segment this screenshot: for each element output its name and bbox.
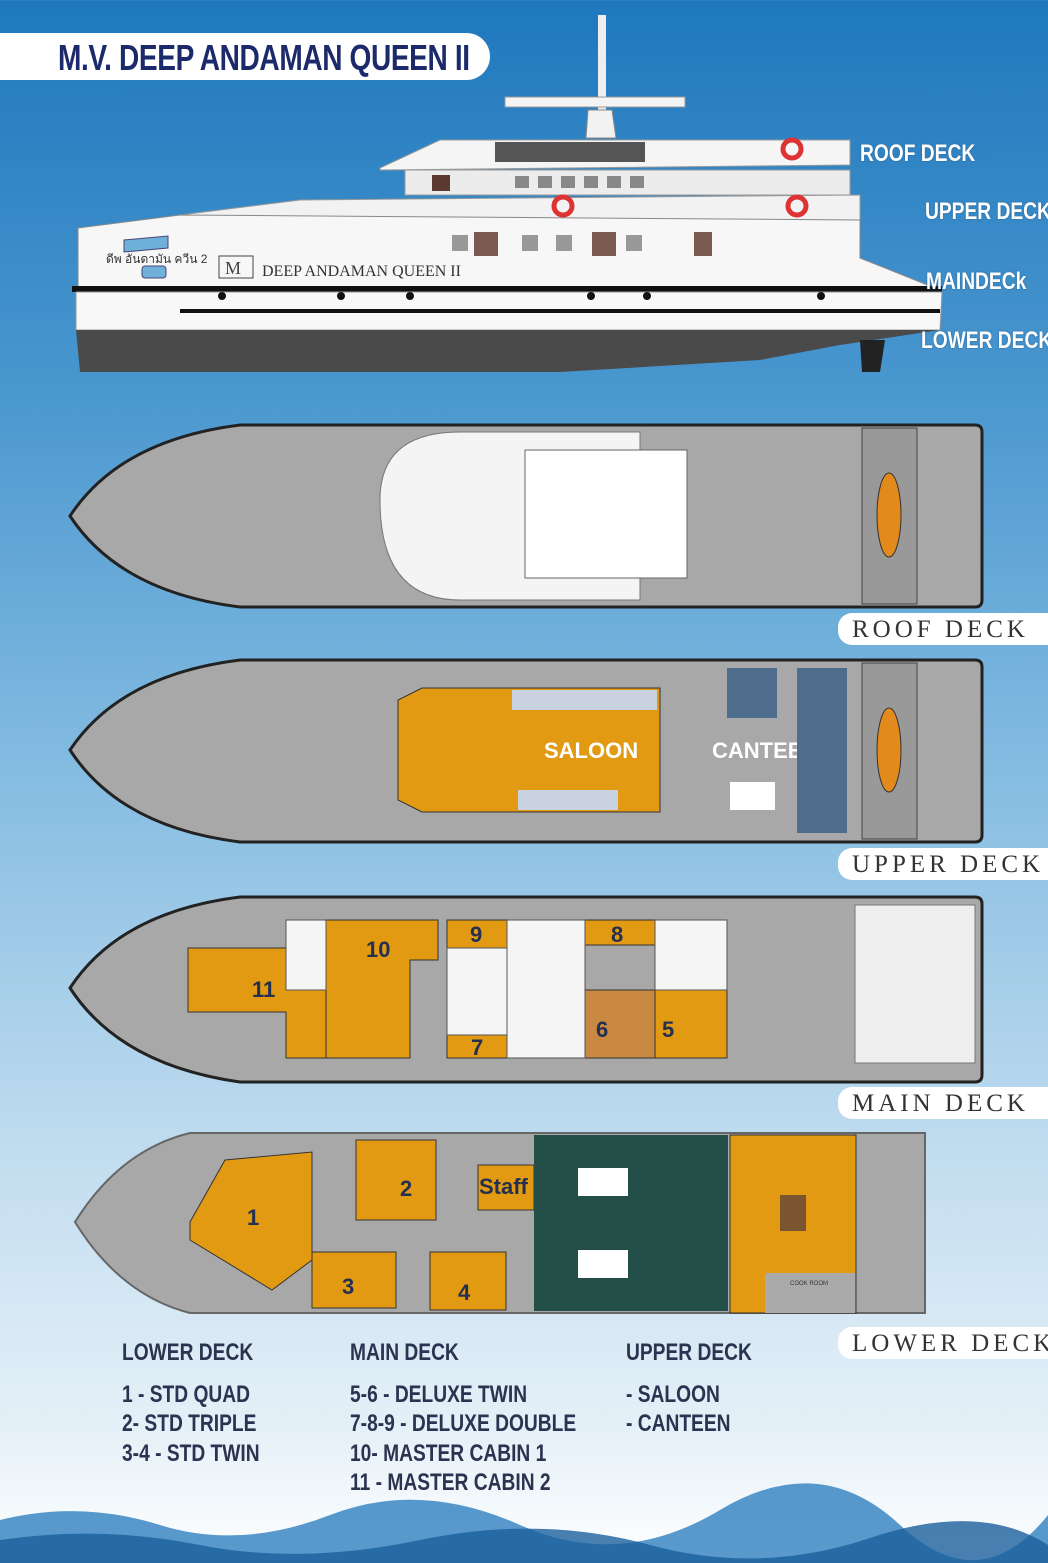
side-label-roof-deck: ROOF DECK: [860, 140, 976, 167]
upper-deck-plan: SALOON CANTEEN: [68, 658, 984, 844]
room-6: 6: [596, 1017, 608, 1042]
side-label-main-deck: MAINDECk: [926, 268, 1027, 295]
room-staff: Staff: [479, 1174, 529, 1199]
legend-upper-deck: UPPER DECK - SALOON- CANTEEN: [626, 1339, 752, 1437]
roof-deck-plan: [68, 423, 984, 609]
page-title: M.V. DEEP ANDAMAN QUEEN II: [58, 37, 470, 78]
room-5: 5: [662, 1017, 674, 1042]
deck-tag-lower: LOWER DECK: [838, 1327, 1048, 1359]
main-deck-plan: 11 10 9 8 7 6 5: [68, 895, 984, 1084]
lifeboat-icon: [876, 472, 902, 558]
lifeboat-icon: [876, 707, 902, 793]
lower-deck-plan: COOK ROOM 1 2 Staff 3 4: [73, 1132, 926, 1314]
title-banner: M.V. DEEP ANDAMAN QUEEN II: [0, 33, 490, 80]
side-label-lower-deck: LOWER DECK: [921, 327, 1048, 354]
room-7: 7: [471, 1035, 483, 1060]
room-9: 9: [470, 922, 482, 947]
deck-tag-roof: ROOF DECK: [838, 613, 1048, 645]
saloon-label: SALOON: [544, 738, 638, 763]
room-11: 11: [252, 977, 275, 1002]
cook-room-label: COOK ROOM: [790, 1281, 828, 1287]
room-3: 3: [342, 1274, 354, 1299]
room-4: 4: [458, 1280, 471, 1305]
engine-room: [534, 1135, 728, 1311]
room-2: 2: [400, 1176, 412, 1201]
room-10: 10: [366, 937, 390, 962]
mast: [598, 15, 606, 125]
room-1: 1: [247, 1205, 259, 1230]
room-8: 8: [611, 922, 623, 947]
hull-bottom: [76, 330, 940, 372]
svg-text:M: M: [225, 258, 241, 278]
side-view: ดีพ อันดามัน ควีน 2 M DEEP ANDAMAN QUEEN…: [72, 15, 943, 372]
deck-tag-main: MAIN DECK: [838, 1087, 1048, 1119]
hull-name-thai: ดีพ อันดามัน ควีน 2: [106, 252, 208, 266]
waves: [0, 1483, 1048, 1563]
side-label-upper-deck: UPPER DECK: [925, 198, 1048, 225]
hull-name: DEEP ANDAMAN QUEEN II: [262, 263, 461, 280]
deck-tag-upper: UPPER DECK: [838, 848, 1048, 880]
